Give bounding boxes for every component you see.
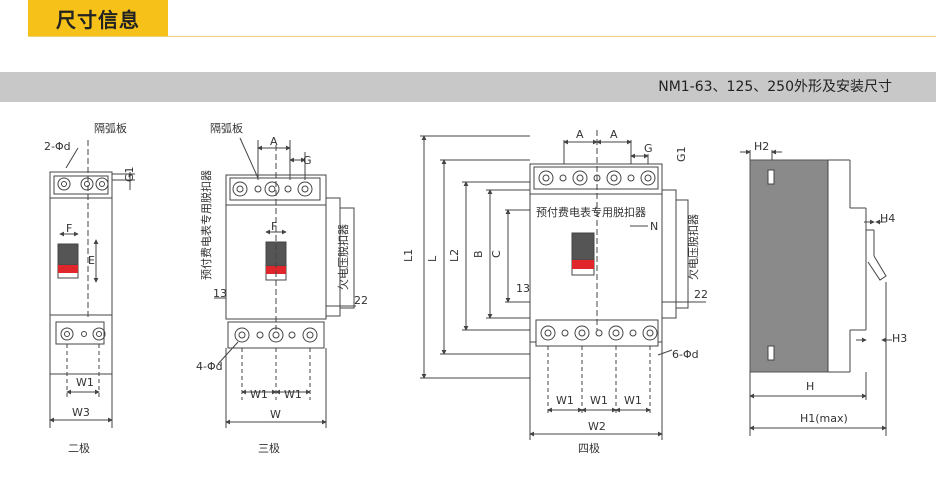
dim-H2: H2 — [754, 140, 769, 153]
dim-22-4p: 22 — [694, 288, 708, 301]
caption-two-pole: 二极 — [68, 441, 90, 455]
dim-22-3p: 22 — [354, 294, 368, 307]
side-view — [740, 149, 892, 436]
dim-W1a-4p: W1 — [556, 394, 574, 407]
arc-plate-label-2p: 隔弧板 — [94, 121, 127, 135]
undervolt-label-4p: 欠电压脱扣器 — [686, 214, 700, 280]
dim-W1c-4p: W1 — [624, 394, 642, 407]
dim-G-3p: G — [303, 154, 312, 167]
four-pole-view — [420, 130, 706, 440]
dim-W1-2p: W1 — [76, 376, 94, 389]
dim-L-4p: L — [426, 255, 439, 262]
hole-label-3p: 4-Φd — [196, 360, 223, 373]
dim-G-4p: G — [644, 142, 653, 155]
two-pole-view — [49, 140, 135, 428]
four-pole-handle — [571, 232, 595, 261]
dim-F-2p: F — [66, 222, 72, 235]
prepay-label-3p: 预付费电表专用脱扣器 — [199, 170, 213, 280]
dim-13-4p: 13 — [516, 282, 530, 295]
dim-W-3p: W — [270, 408, 281, 421]
dim-C-4p: C — [490, 250, 503, 258]
dim-H1: H1(max) — [800, 412, 848, 425]
two-pole-handle — [57, 243, 79, 266]
dim-H3: H3 — [892, 332, 907, 345]
dim-W2-4p: W2 — [588, 420, 606, 433]
dim-G1-2p: G1 — [123, 166, 136, 182]
caption-three-pole: 三极 — [258, 441, 280, 455]
dim-L1-4p: L1 — [402, 249, 415, 262]
arc-plate-label-3p: 隔弧板 — [210, 121, 243, 135]
dim-H4: H4 — [880, 212, 895, 225]
three-pole-view — [214, 137, 356, 428]
dim-W1b-4p: W1 — [590, 394, 608, 407]
dim-H: H — [806, 380, 814, 393]
dim-E-2p: E — [88, 254, 95, 267]
dim-B-4p: B — [472, 250, 485, 258]
title-underline — [28, 36, 936, 37]
drawing-title: NM1-63、125、250外形及安装尺寸 — [658, 79, 892, 95]
caption-four-pole: 四极 — [578, 441, 600, 455]
dim-W1a-3p: W1 — [250, 388, 268, 401]
dim-A1-4p: A — [576, 128, 584, 141]
dim-L2-4p: L2 — [448, 249, 461, 262]
drawing-title-band: NM1-63、125、250外形及安装尺寸 — [0, 72, 936, 102]
dim-A2-4p: A — [610, 128, 618, 141]
dim-13-3p: 13 — [213, 287, 227, 300]
four-pole-body — [529, 163, 663, 343]
dim-W1b-3p: W1 — [284, 388, 302, 401]
dim-A-3p: A — [270, 135, 278, 148]
dim-G1-4p: G1 — [675, 146, 688, 162]
undervolt-label-3p: 欠电压脱扣器 — [336, 224, 350, 290]
section-title: 尺寸信息 — [28, 0, 168, 36]
dim-W3-2p: W3 — [72, 406, 90, 419]
dim-N-4p: N — [650, 220, 658, 233]
dim-F-3p: F — [271, 220, 277, 233]
hole-label-2p: 2-Φd — [44, 140, 71, 153]
side-view-body — [749, 159, 829, 373]
hole-label-4p: 6-Φd — [672, 348, 699, 361]
prepay-label-4p: 预付费电表专用脱扣器 — [536, 205, 646, 219]
